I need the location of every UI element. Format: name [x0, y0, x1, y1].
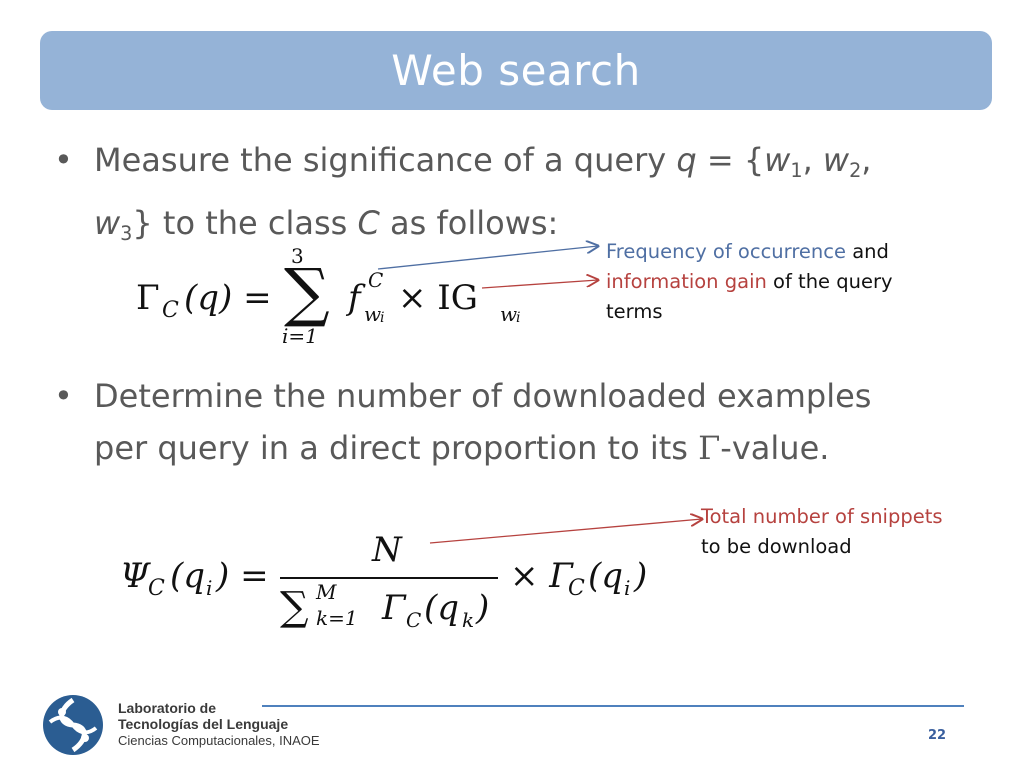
annotation-2: Total number of snippets to be download — [701, 505, 943, 558]
bullet-2-line-2: per query in a direct proportion to its … — [94, 429, 830, 467]
bullet-2-text: Determine the number of downloaded examp… — [94, 370, 871, 474]
footer-divider — [262, 705, 964, 707]
bullet-1-line-1: Measure the significance of a query q = … — [94, 141, 872, 182]
formula-psi: Ψ C (q i ) = N ∑ M k=1 Γ C (q k ) × Γ C … — [120, 530, 648, 632]
annotation-arrows-1 — [377, 240, 610, 289]
arrow-red-2 — [429, 519, 702, 544]
arrow-red — [481, 280, 598, 289]
fraction-bar — [280, 577, 498, 579]
bullet-marker: • — [54, 377, 73, 415]
bullet-2: • Determine the number of downloaded exa… — [54, 370, 954, 480]
bullet-1-line-2: w3} to the class C as follows: — [94, 204, 559, 245]
slide-title: Web search — [391, 46, 641, 95]
bullet-1-text: Measure the significance of a query q = … — [94, 134, 871, 260]
lab-name: Laboratorio de Tecnologías del Lenguaje … — [118, 700, 320, 748]
bullet-1: • Measure the significance of a query q … — [54, 134, 954, 245]
arrow-blue — [377, 246, 598, 270]
title-bar: Web search — [40, 31, 992, 110]
lab-logo-icon — [43, 695, 103, 755]
bullet-marker: • — [54, 141, 73, 179]
bullet-2-line-1: Determine the number of downloaded examp… — [94, 377, 872, 415]
annotation-1: Frequency of occurrence and information … — [606, 240, 893, 323]
annotation-arrow-2 — [429, 510, 710, 544]
formula-gamma: Γ C (q) = ∑ 3 i=1 f C w i × IG w i — [136, 244, 521, 348]
page-number: 22 — [928, 728, 947, 743]
